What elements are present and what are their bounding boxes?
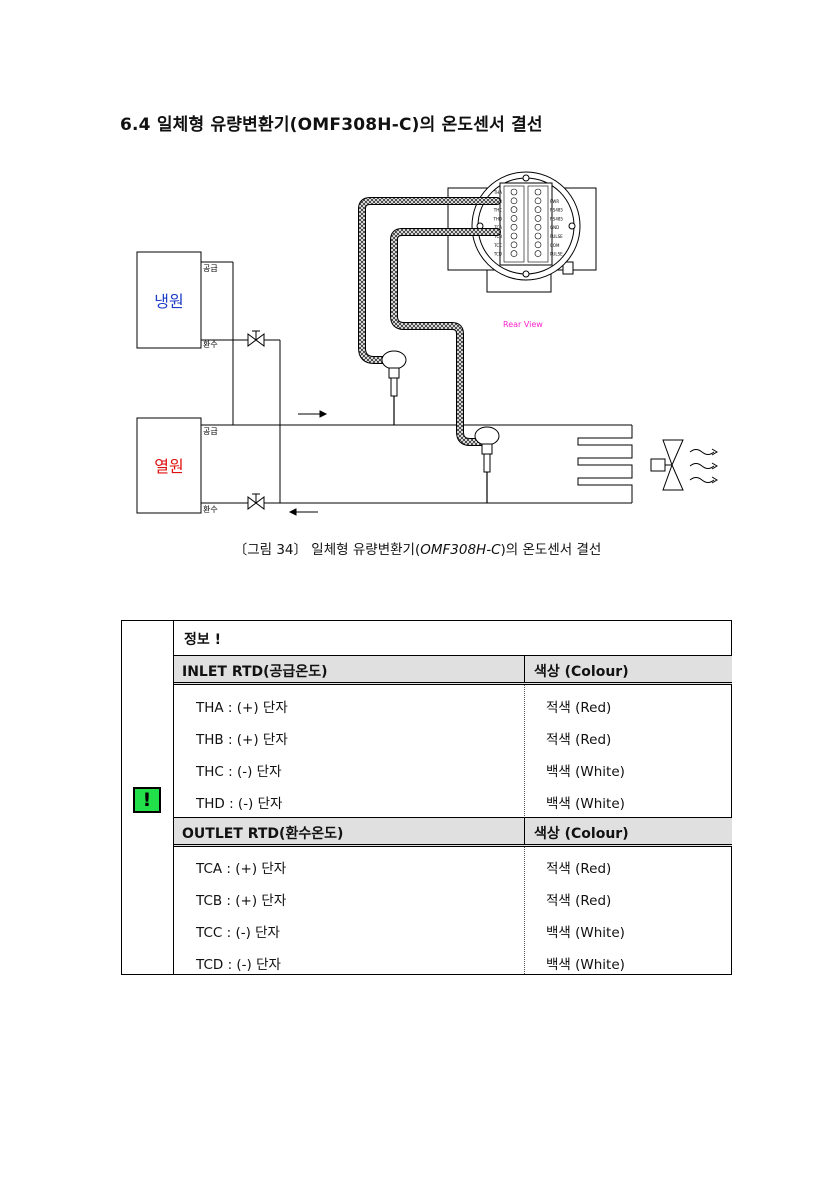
terminal-label-left: THA xyxy=(493,190,502,195)
terminal-cell: TCA : (+) 단자 xyxy=(196,861,287,877)
chiller-supply-label: 공급 xyxy=(203,264,218,273)
terminal-cell: THB : (+) 단자 xyxy=(196,732,288,748)
caption-prefix: 〔그림 34〕 일체형 유량변환기( xyxy=(233,542,421,558)
color-cell: 백색 (White) xyxy=(546,925,625,941)
outlet-header-row: OUTLET RTD(환수온도) 색상 (Colour) xyxy=(174,817,732,847)
terminal-label-right: GND xyxy=(550,225,559,230)
color-cell: 적색 (Red) xyxy=(546,893,612,909)
heater-box xyxy=(136,417,202,514)
color-cell: 적색 (Red) xyxy=(546,700,612,716)
terminal-label-right: RS485 xyxy=(550,216,563,221)
terminal-label-left: THD xyxy=(492,216,502,221)
terminal-screw-right xyxy=(534,232,542,240)
chiller-label: 냉원 xyxy=(154,292,183,311)
terminal-screw-left xyxy=(510,250,518,257)
terminal-label-right: COM xyxy=(550,243,560,248)
valve-lower xyxy=(247,493,265,510)
terminal-label-left: TCB xyxy=(493,234,502,239)
terminal-screw-right xyxy=(534,223,542,231)
info-box: ! 정보 ! INLET RTD(공급온도) 색상 (Colour) THA :… xyxy=(121,620,732,975)
terminal-label-left: TCD xyxy=(493,252,502,257)
terminal-cell: THD : (-) 단자 xyxy=(196,796,283,812)
heater-return-label: 환수 xyxy=(203,504,218,514)
outlet-header: OUTLET RTD(환수온도) xyxy=(182,826,344,842)
table-row: TCD : (-) 단자 백색 (White) xyxy=(174,946,732,978)
table-row: THC : (-) 단자 백색 (White) xyxy=(174,753,732,785)
inlet-rtd-sensor xyxy=(381,350,407,425)
heat-exchanger-coil xyxy=(577,425,633,503)
terminal-screw-left xyxy=(510,241,518,249)
inlet-divider xyxy=(524,685,525,816)
terminal-screw-left xyxy=(510,215,518,222)
terminal-label-right: PULSE xyxy=(550,252,563,257)
terminal-screw-right xyxy=(534,215,542,222)
terminal-screw-left xyxy=(510,197,518,205)
table-row: THD : (-) 단자 백색 (White) xyxy=(174,785,732,817)
color-cell: 백색 (White) xyxy=(546,796,625,812)
heater-label: 열원 xyxy=(154,457,183,476)
terminal-cell: THA : (+) 단자 xyxy=(196,700,288,716)
terminal-screw-right xyxy=(534,188,542,196)
table-row: THA : (+) 단자 적색 (Red) xyxy=(174,689,732,721)
terminal-screw-right xyxy=(534,206,542,213)
color-cell: 백색 (White) xyxy=(546,764,625,780)
inlet-header-row: INLET RTD(공급온도) 색상 (Colour) xyxy=(174,655,732,685)
warning-exclamation-icon: ! xyxy=(133,787,161,813)
sensor-cables xyxy=(358,197,501,446)
terminal-cell: THC : (-) 단자 xyxy=(196,764,282,780)
terminal-label-right: PULSE xyxy=(550,234,563,239)
terminal-cell: TCB : (+) 단자 xyxy=(196,893,287,909)
fan-icon xyxy=(650,439,684,491)
piping xyxy=(201,261,632,504)
terminal-label-left: TCA xyxy=(493,225,502,230)
section-title: 6.4 일체형 유량변환기(OMF308H-C)의 온도센서 결선 xyxy=(120,115,543,135)
terminal-screw-left xyxy=(510,232,518,240)
caption-suffix: )의 온도센서 결선 xyxy=(500,542,602,558)
temperature-sensor-wiring-diagram: 냉원 공급 환수 열원 공급 환수 xyxy=(136,171,718,516)
terminal-screw-right xyxy=(534,250,542,257)
color-cell: 적색 (Red) xyxy=(546,732,612,748)
color-cell: 적색 (Red) xyxy=(546,861,612,877)
info-icon-column: ! xyxy=(122,621,174,974)
info-title: 정보 ! xyxy=(184,632,222,648)
inlet-color-header: 색상 (Colour) xyxy=(534,664,629,680)
terminal-screw-left xyxy=(510,223,518,231)
terminal-label-right: PWR xyxy=(550,199,559,204)
flow-arrows xyxy=(288,410,328,516)
table-row: TCA : (+) 단자 적색 (Red) xyxy=(174,850,732,882)
table-row: THB : (+) 단자 적색 (Red) xyxy=(174,721,732,753)
rear-view-label: Rear View xyxy=(503,320,543,329)
caption-model: OMF308H-C xyxy=(420,542,501,558)
valve-upper xyxy=(247,330,265,347)
inlet-header: INLET RTD(공급온도) xyxy=(182,664,328,680)
terminal-screw-right xyxy=(534,241,542,249)
terminal-screw-right xyxy=(534,197,542,205)
table-row: TCB : (+) 단자 적색 (Red) xyxy=(174,882,732,914)
terminal-label-left: TCC xyxy=(493,243,502,248)
terminal-screw-left xyxy=(510,188,518,196)
terminal-cell: TCD : (-) 단자 xyxy=(196,957,281,973)
chiller-box xyxy=(136,251,202,349)
airflow-lines xyxy=(689,448,718,484)
outlet-color-header: 색상 (Colour) xyxy=(534,826,629,842)
table-row: TCC : (-) 단자 백색 (White) xyxy=(174,914,732,946)
terminal-screw-left xyxy=(510,206,518,213)
heater-supply-label: 공급 xyxy=(203,427,218,436)
chiller-return-label: 환수 xyxy=(203,339,218,349)
outlet-rtd-sensor xyxy=(474,426,500,503)
terminal-cell: TCC : (-) 단자 xyxy=(196,925,280,941)
color-cell: 백색 (White) xyxy=(546,957,625,973)
figure-caption: 〔그림 34〕 일체형 유량변환기(OMF308H-C)의 온도센서 결선 xyxy=(0,538,835,558)
terminal-label-right: RS485 xyxy=(550,208,563,213)
terminal-label-left: THC xyxy=(493,208,502,213)
outlet-divider xyxy=(524,847,525,974)
